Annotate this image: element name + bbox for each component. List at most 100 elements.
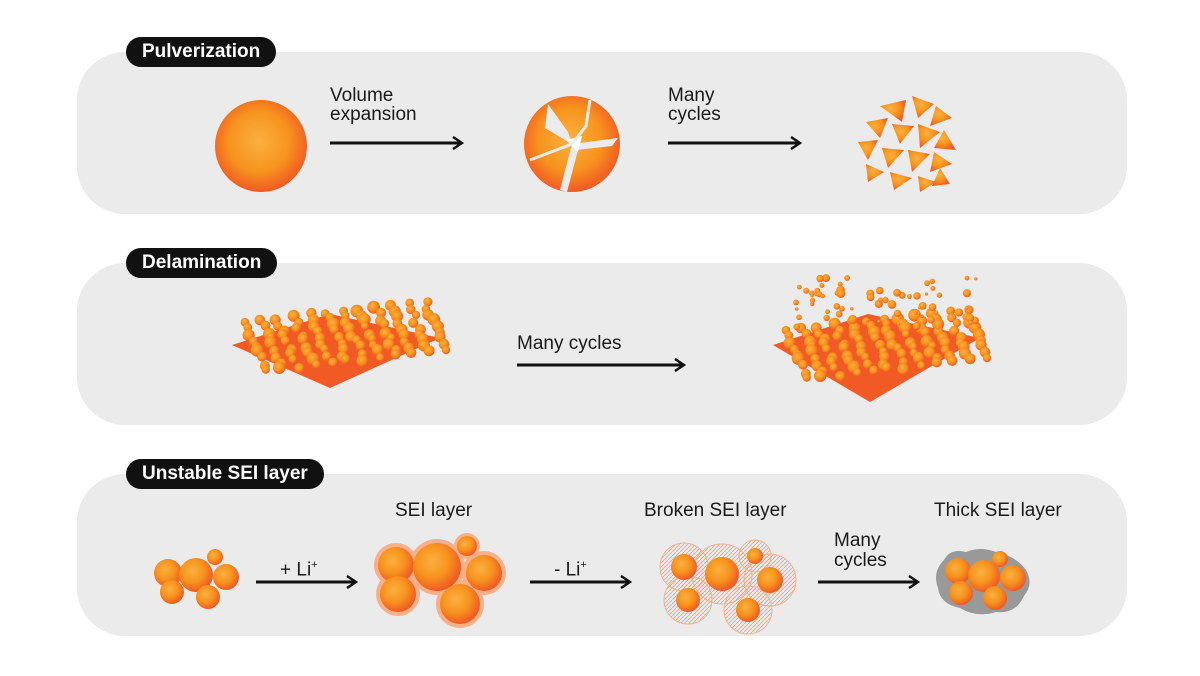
remove-li-label: - Li+ bbox=[554, 555, 587, 580]
particle bbox=[376, 353, 385, 362]
detached-particle bbox=[974, 277, 978, 281]
thick-sei-layer-label: Thick SEI layer bbox=[934, 500, 1062, 521]
particle bbox=[340, 354, 351, 364]
detached-particle bbox=[893, 288, 901, 297]
detached-particle bbox=[793, 299, 799, 306]
particle bbox=[939, 336, 951, 348]
detached-particle bbox=[924, 280, 930, 287]
detached-particle bbox=[936, 292, 943, 298]
broken-sei-layer-label: Broken SEI layer bbox=[644, 500, 787, 521]
particle bbox=[853, 368, 862, 377]
thick-sei-cluster bbox=[936, 549, 1030, 615]
unstable-sei-title: Unstable SEI layer bbox=[126, 459, 324, 489]
detached-particle bbox=[796, 314, 802, 321]
detached-particle bbox=[955, 308, 964, 317]
detached-particle bbox=[866, 293, 875, 302]
particle bbox=[964, 353, 976, 365]
particle bbox=[294, 363, 305, 374]
particle bbox=[368, 334, 377, 343]
particle bbox=[328, 357, 338, 367]
particle bbox=[923, 346, 936, 359]
particle bbox=[920, 326, 931, 337]
pulverized-fragments bbox=[858, 96, 956, 192]
sei-many-cycles-label-line2: cycles bbox=[834, 550, 887, 571]
particle bbox=[829, 362, 838, 372]
particle bbox=[932, 318, 945, 331]
detached-particle bbox=[836, 289, 846, 298]
detached-particle bbox=[819, 282, 825, 288]
sei-many-cycles-label-line1: Many bbox=[834, 530, 881, 551]
particle bbox=[423, 345, 435, 357]
particle bbox=[869, 365, 879, 375]
particle bbox=[297, 333, 309, 345]
add-li-text: + Li bbox=[280, 559, 312, 581]
remove-li-text: - Li bbox=[554, 559, 581, 581]
detached-particle bbox=[793, 323, 801, 331]
particle bbox=[917, 361, 926, 370]
particle bbox=[291, 322, 302, 333]
particle bbox=[802, 373, 811, 382]
detached-particle bbox=[929, 278, 935, 284]
particle bbox=[423, 297, 433, 307]
add-li-superscript: + bbox=[311, 559, 318, 571]
detached-particle bbox=[930, 285, 936, 291]
detached-particle bbox=[823, 314, 830, 321]
particle bbox=[931, 356, 942, 368]
particle bbox=[371, 344, 384, 356]
particle bbox=[896, 348, 907, 359]
intact-particle bbox=[215, 100, 307, 192]
particle bbox=[261, 365, 270, 374]
volume-expansion-label-line2: expansion bbox=[330, 104, 417, 125]
detached-particle bbox=[965, 313, 975, 323]
particle bbox=[909, 342, 918, 351]
delamination-many-cycles-label: Many cycles bbox=[517, 333, 622, 354]
bare-particle-cluster bbox=[154, 549, 239, 609]
particle bbox=[398, 328, 410, 340]
particle bbox=[798, 359, 808, 370]
detached-particle bbox=[816, 274, 824, 283]
detached-particle bbox=[796, 284, 802, 290]
particle bbox=[411, 310, 421, 319]
particle bbox=[382, 338, 395, 351]
particle bbox=[257, 351, 267, 362]
particle bbox=[356, 355, 369, 367]
particle bbox=[861, 352, 870, 361]
detached-particle bbox=[848, 314, 858, 324]
detached-particle bbox=[928, 303, 937, 311]
detached-particle bbox=[794, 307, 799, 311]
delamination-title: Delamination bbox=[126, 248, 278, 278]
particle bbox=[982, 353, 992, 363]
detached-particle bbox=[913, 292, 921, 300]
detached-particle bbox=[893, 309, 902, 317]
detached-particle bbox=[968, 320, 973, 325]
particle bbox=[264, 336, 277, 349]
particle bbox=[949, 325, 960, 336]
detached-particle bbox=[833, 303, 841, 310]
particle bbox=[379, 318, 390, 329]
detached-particle bbox=[950, 309, 954, 313]
particle bbox=[838, 341, 850, 353]
detached-particle bbox=[875, 286, 884, 295]
particle bbox=[862, 359, 873, 369]
particle bbox=[390, 348, 401, 360]
particle bbox=[901, 329, 910, 338]
particle bbox=[321, 351, 332, 361]
detached-particle bbox=[877, 319, 881, 324]
particle bbox=[329, 324, 340, 335]
detached-particle bbox=[924, 292, 929, 296]
detached-particle bbox=[837, 281, 843, 287]
particle bbox=[832, 330, 843, 341]
detached-particle bbox=[839, 306, 845, 312]
particle bbox=[280, 336, 290, 346]
detached-particle bbox=[811, 301, 815, 305]
electrode-layer-initial bbox=[232, 297, 451, 388]
electrode-layer-delaminated bbox=[773, 274, 992, 402]
detached-particle bbox=[920, 314, 924, 319]
many-cycles-label-line2: cycles bbox=[668, 104, 721, 125]
particle bbox=[312, 360, 321, 369]
particle bbox=[391, 310, 404, 323]
cracked-particle bbox=[524, 96, 620, 192]
sei-layer-label: SEI layer bbox=[395, 500, 473, 521]
detached-particle bbox=[882, 297, 889, 304]
